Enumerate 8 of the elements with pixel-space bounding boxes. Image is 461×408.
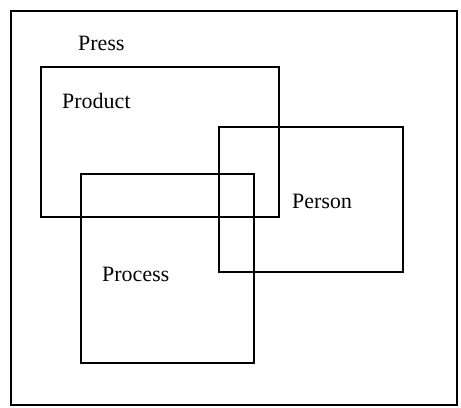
overlapping-box (80, 173, 255, 364)
box-label: Product (62, 90, 130, 112)
overlapping-box (40, 66, 280, 218)
outer-box (10, 10, 458, 406)
box-label: Process (102, 263, 170, 285)
box-label: Person (292, 190, 352, 212)
box-label: Press (78, 32, 124, 54)
overlapping-box (218, 126, 404, 273)
